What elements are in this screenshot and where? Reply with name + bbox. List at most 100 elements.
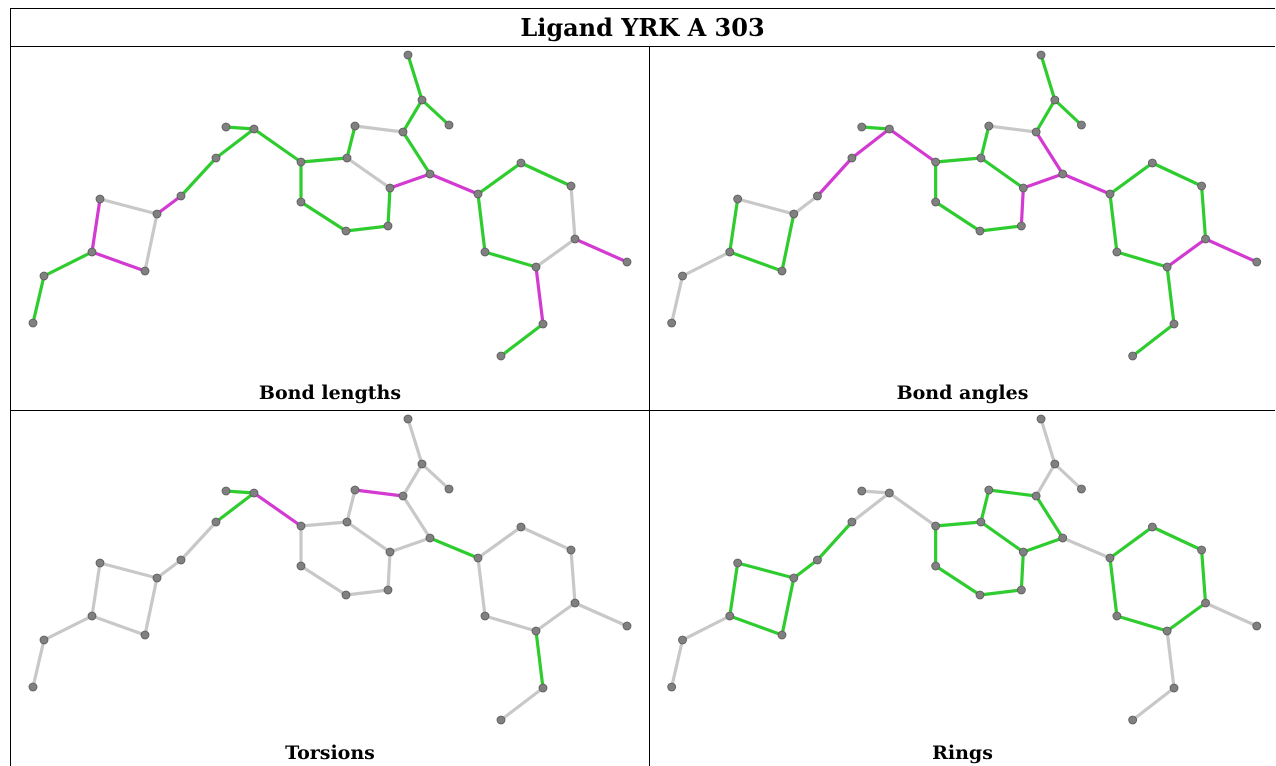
bond	[860, 125, 891, 131]
atom	[417, 459, 427, 469]
bond	[353, 124, 405, 134]
bond	[1165, 601, 1208, 633]
bond	[344, 588, 390, 597]
atom	[1077, 120, 1086, 130]
bond	[143, 212, 159, 273]
bond	[388, 172, 432, 190]
bond	[31, 638, 46, 689]
atom	[296, 157, 306, 167]
atom	[531, 626, 541, 636]
atom	[1201, 234, 1210, 244]
bond	[815, 520, 854, 562]
bond	[1061, 172, 1112, 196]
bond	[979, 156, 1025, 190]
bond	[1108, 556, 1119, 618]
bond	[428, 536, 480, 560]
atom	[39, 271, 49, 281]
atom	[1031, 127, 1041, 137]
atom	[87, 247, 97, 257]
atom	[1105, 189, 1115, 199]
atom	[1162, 262, 1172, 272]
atom	[1128, 715, 1138, 725]
bond	[155, 194, 183, 216]
atom	[1169, 683, 1179, 693]
atom	[538, 683, 548, 693]
atom	[87, 611, 97, 621]
atom	[847, 517, 857, 527]
atom	[417, 95, 427, 105]
atom	[531, 262, 541, 272]
panel-caption: Bond angles	[896, 382, 1029, 404]
bond	[573, 237, 629, 264]
atom	[1162, 626, 1172, 636]
bond	[155, 558, 183, 580]
atom	[1058, 533, 1068, 543]
atom	[342, 517, 352, 527]
bond	[476, 192, 487, 254]
bond	[1165, 237, 1208, 269]
bond	[680, 250, 732, 278]
bond	[1034, 462, 1057, 498]
bond	[792, 194, 820, 216]
atom	[480, 611, 490, 621]
atom	[984, 121, 994, 131]
bond	[406, 53, 424, 102]
bond	[1150, 525, 1204, 552]
atom	[667, 682, 677, 692]
bond	[224, 125, 256, 131]
bond	[1165, 265, 1176, 326]
atom	[931, 197, 941, 207]
atom	[444, 484, 454, 494]
atom	[622, 621, 632, 631]
atom	[1128, 351, 1138, 361]
bond	[476, 556, 487, 618]
bond	[299, 520, 349, 528]
atom	[342, 153, 352, 163]
bond	[483, 250, 538, 269]
atom	[566, 181, 576, 191]
atom	[570, 234, 580, 244]
bond	[569, 184, 577, 241]
molecule-bond-angles	[667, 50, 1262, 361]
bond	[519, 525, 573, 552]
bond	[42, 614, 94, 642]
atom	[496, 351, 506, 361]
atom	[570, 598, 580, 608]
atom	[678, 271, 687, 281]
bond	[1019, 186, 1025, 228]
atom	[1105, 553, 1115, 563]
atom	[1050, 459, 1060, 469]
atom	[341, 226, 351, 236]
atom	[931, 561, 941, 571]
bond	[850, 491, 891, 524]
atom	[176, 555, 186, 565]
bond	[90, 614, 147, 637]
atom	[975, 226, 985, 236]
atom	[403, 414, 413, 424]
bond	[401, 130, 432, 176]
atom	[425, 533, 435, 543]
atom	[678, 635, 687, 645]
bond	[386, 550, 392, 592]
bond	[850, 127, 891, 160]
atom	[976, 517, 986, 527]
panel-caption: Torsions	[285, 742, 375, 764]
bond	[1203, 237, 1259, 264]
atom	[789, 209, 799, 219]
atom	[152, 573, 162, 583]
atom	[1031, 491, 1041, 501]
atom	[398, 127, 408, 137]
atom	[516, 158, 526, 168]
atom	[28, 682, 38, 692]
atom	[884, 124, 894, 134]
bond	[1199, 184, 1208, 241]
atom	[1147, 522, 1157, 532]
bond	[483, 614, 538, 633]
bond	[1199, 548, 1208, 605]
molecule-rings	[667, 414, 1262, 725]
atom	[566, 545, 576, 555]
atom	[296, 561, 306, 571]
bond	[299, 156, 349, 164]
bond	[934, 520, 983, 528]
atom	[211, 153, 221, 163]
